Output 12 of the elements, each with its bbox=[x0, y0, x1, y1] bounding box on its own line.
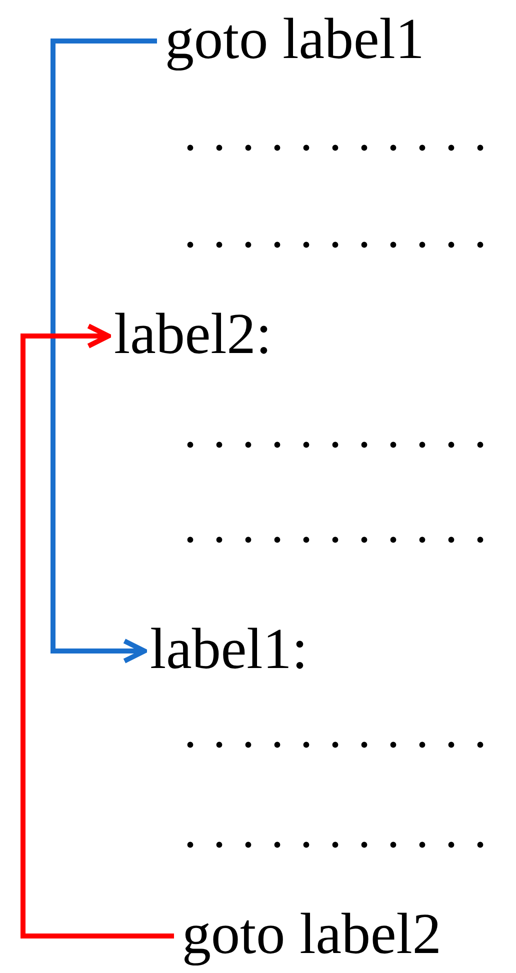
ellipsis-line: . . . . . . . . . . . bbox=[184, 205, 488, 255]
ellipsis-line: . . . . . . . . . . . bbox=[184, 108, 488, 158]
arrow bbox=[50, 38, 157, 664]
ellipsis-line: . . . . . . . . . . . bbox=[184, 805, 488, 855]
code-line: label1: bbox=[150, 620, 308, 678]
arrow bbox=[20, 324, 174, 938]
code-line: goto label1 bbox=[165, 10, 424, 68]
code-line: goto label2 bbox=[182, 905, 442, 963]
ellipsis-line: . . . . . . . . . . . bbox=[184, 405, 488, 455]
ellipsis-line: . . . . . . . . . . . bbox=[184, 705, 488, 755]
ellipsis-line: . . . . . . . . . . . bbox=[184, 500, 488, 550]
code-line: label2: bbox=[114, 305, 272, 363]
